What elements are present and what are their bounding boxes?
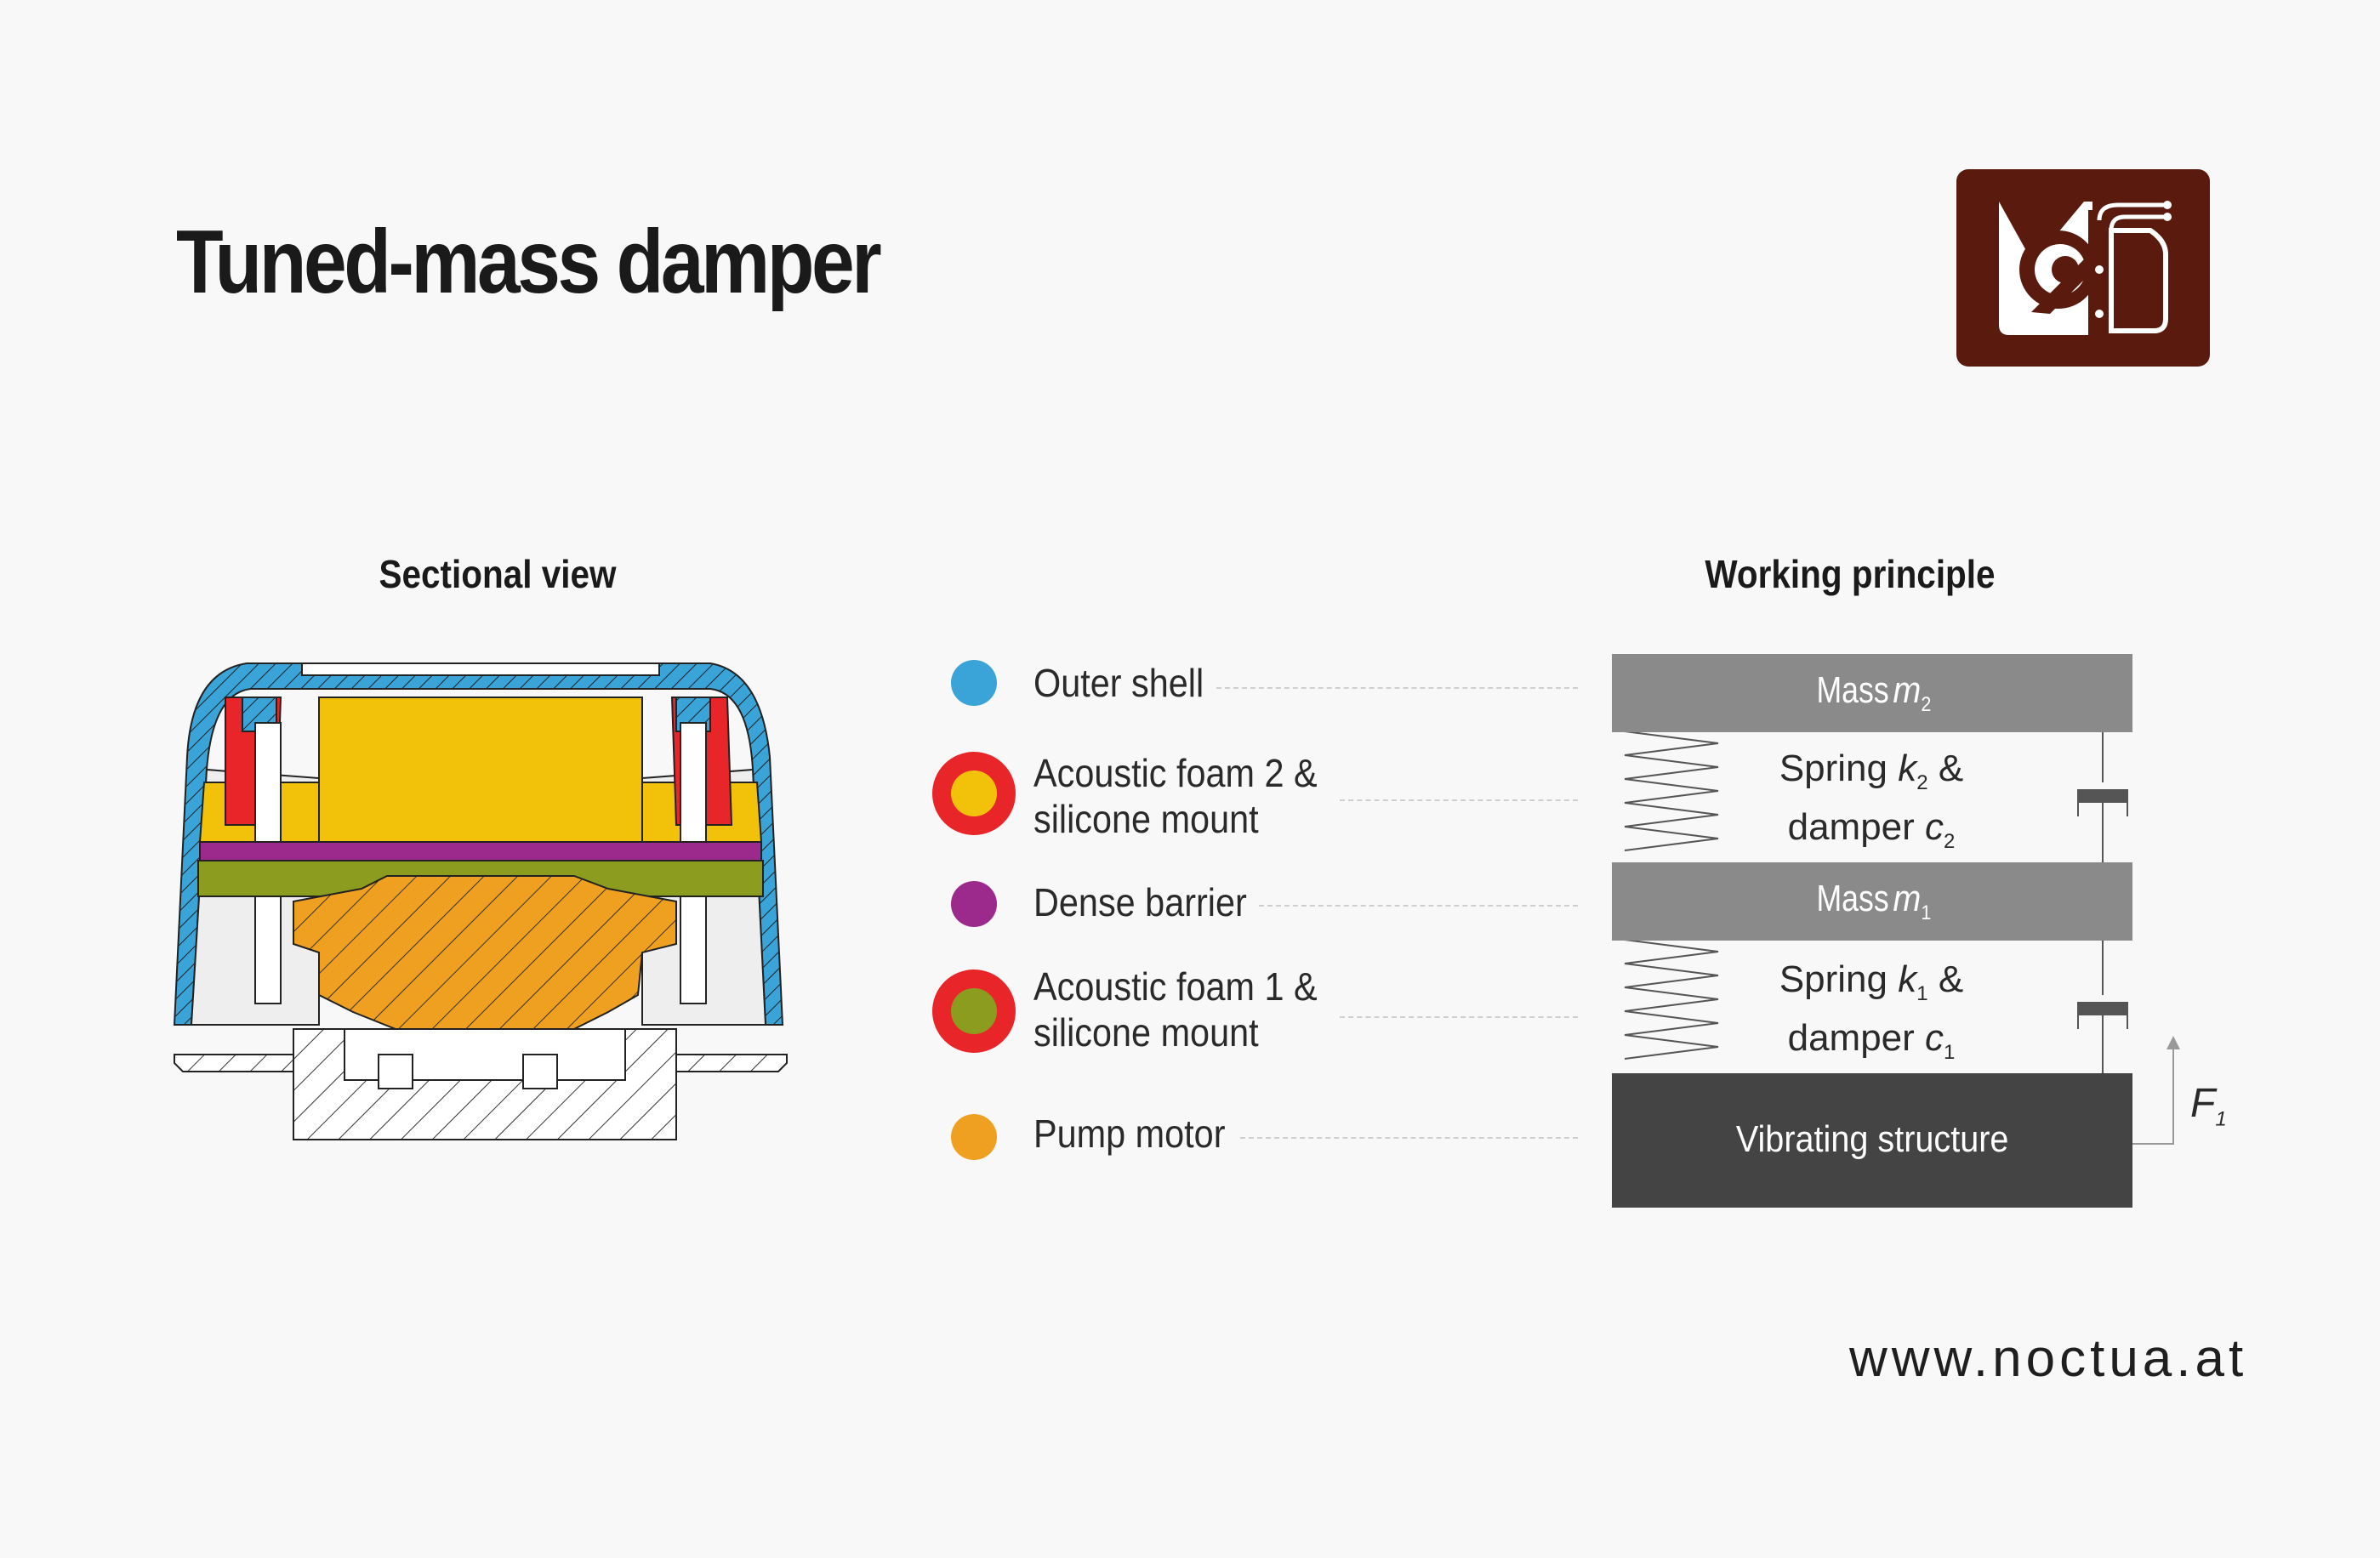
legend-label-acoustic-foam-2: Acoustic foam 2 & silicone mount [1033,751,1318,841]
legend-leader-line [1340,799,1578,801]
vibrating-structure-box: Vibrating structure [1612,1073,2132,1208]
legend-label-outer-shell: Outer shell [1033,661,1204,705]
damper-c1-icon [2078,1002,2127,1015]
spring-k2-icon [1624,731,1719,851]
acoustic-foam-2-dot-icon [951,770,997,816]
sectional-view-illustration [173,662,788,1140]
legend-label-acoustic-foam-1: Acoustic foam 1 & silicone mount [1033,964,1318,1055]
force-arrow-icon [2132,1038,2174,1145]
working-principle-heading: Working principle [1705,552,1996,596]
legend-label-pump-motor: Pump motor [1033,1112,1226,1156]
mass-spring-schematic [1624,731,2180,1145]
legend-leader-line [1216,687,1578,689]
spring-damper-1-label: Spring k1 & damper c1 [1779,958,1964,1064]
website-url: www.noctua.at [1849,1329,2248,1388]
acoustic-foam-1-dot-icon [951,988,997,1034]
outer-shell-dot-icon [951,660,997,706]
dense-barrier-dot-icon [951,881,997,927]
legend-leader-line [1259,905,1578,907]
owl-logo-icon [1999,201,2172,335]
damper-c2-icon [2078,789,2127,803]
sectional-view-heading: Sectional view [379,552,617,596]
noctua-logo [1956,169,2210,367]
spring-k1-icon [1624,939,1719,1060]
mass-m2-box: Mass m2 [1612,654,2132,732]
legend-leader-line [1240,1137,1578,1139]
legend-leader-line [1340,1016,1578,1018]
force-label: F1 [2190,1081,2227,1131]
spring-damper-2-label: Spring k2 & damper c2 [1779,748,1964,853]
mass-m1-box: Mass m1 [1612,862,2132,941]
legend-label-dense-barrier: Dense barrier [1033,880,1247,924]
pump-motor-dot-icon [951,1114,997,1160]
page-title: Tuned-mass damper [176,212,882,312]
